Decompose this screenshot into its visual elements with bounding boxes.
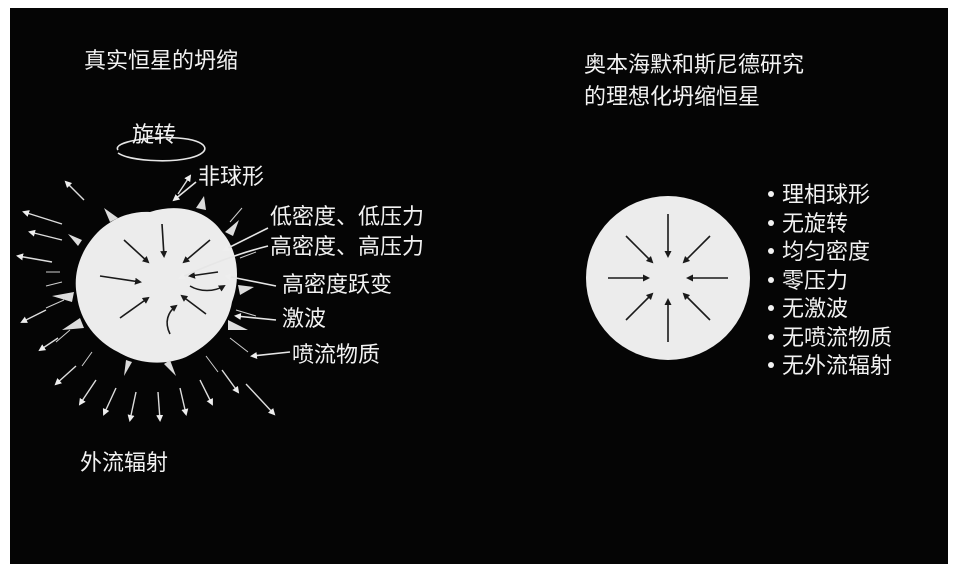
ideal-properties-list: 理相球形 无旋转 均匀密度 零压力 无激波 无喷流物质 无外流辐射 (768, 182, 892, 382)
real-star-body (75, 208, 238, 363)
real-star (16, 136, 291, 422)
outflow-arrows (16, 174, 276, 422)
bullet-icon (768, 362, 774, 368)
property-item: 无外流辐射 (768, 353, 892, 382)
property-item: 无喷流物质 (768, 325, 892, 354)
label-nonspherical: 非球形 (198, 165, 265, 190)
left-title: 真实恒星的坍缩 (84, 49, 239, 74)
right-title-line2: 的理想化坍缩恒星 (584, 85, 761, 110)
bullet-icon (768, 219, 774, 226)
label-rotation: 旋转 (132, 123, 177, 148)
rotation-ellipse (116, 136, 206, 162)
label-shock: 激波 (282, 307, 327, 332)
property-item: 无旋转 (768, 211, 892, 240)
label-high-density: 高密度、高压力 (270, 235, 425, 260)
ideal-star (586, 196, 750, 360)
property-item: 零压力 (768, 268, 892, 297)
bullet-icon (768, 191, 774, 197)
bullet-icon (768, 305, 774, 311)
label-low-density: 低密度、低压力 (270, 205, 425, 230)
right-title-line1: 奥本海默和斯尼德研究 (584, 53, 805, 78)
property-item: 理相球形 (768, 182, 892, 211)
property-item: 均匀密度 (768, 239, 892, 268)
collapse-arrows (99, 223, 226, 335)
label-ejecta: 喷流物质 (292, 343, 381, 368)
bullet-icon (768, 248, 774, 254)
property-item: 无激波 (768, 296, 892, 325)
label-density-jump: 高密度跃变 (282, 273, 393, 298)
bullet-icon (768, 333, 774, 340)
bullet-icon (768, 276, 774, 283)
ideal-collapse-arrows (608, 214, 728, 342)
label-outflow: 外流辐射 (80, 451, 169, 476)
